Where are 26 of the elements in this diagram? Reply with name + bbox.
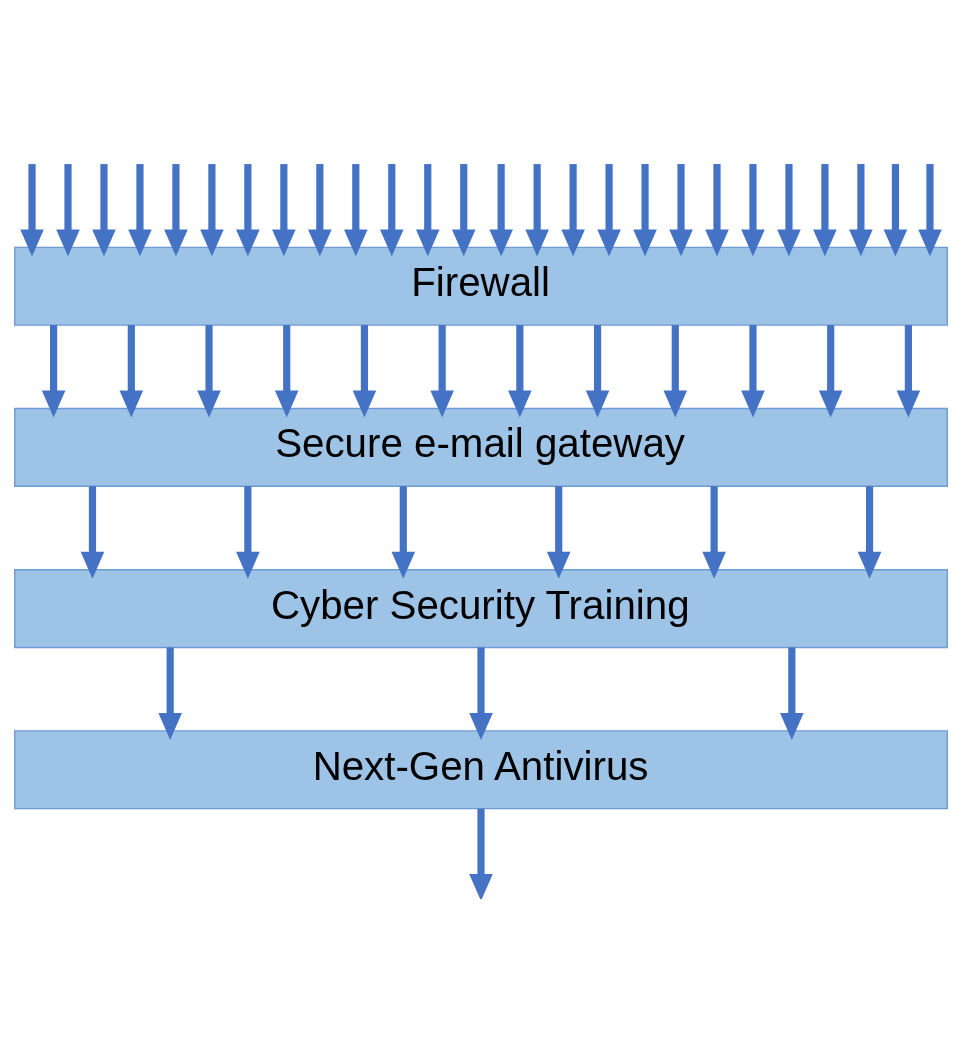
arrow: [468, 808, 493, 899]
arrow: [546, 485, 570, 579]
node-box: Firewall: [13, 246, 948, 326]
arrow: [80, 485, 104, 579]
arrow: [157, 646, 182, 740]
arrow: [585, 324, 609, 418]
arrow: [274, 324, 299, 418]
arrow: [857, 485, 881, 579]
arrow: [896, 324, 920, 418]
node-box: Secure e-mail gateway: [13, 407, 948, 487]
arrow: [740, 324, 765, 418]
arrow: [196, 324, 221, 418]
arrow: [701, 485, 726, 579]
node-box: Next-Gen Antivirus: [13, 729, 948, 809]
node-box: Cyber Security Training: [13, 568, 948, 648]
arrow: [352, 324, 376, 418]
arrow: [235, 485, 260, 579]
arrow: [662, 324, 687, 418]
arrow: [41, 324, 65, 418]
arrow: [429, 324, 454, 418]
arrow: [818, 324, 842, 418]
arrow: [468, 646, 493, 740]
arrow: [507, 324, 532, 418]
arrow: [391, 485, 415, 579]
arrow: [779, 646, 804, 740]
arrow: [119, 324, 143, 418]
